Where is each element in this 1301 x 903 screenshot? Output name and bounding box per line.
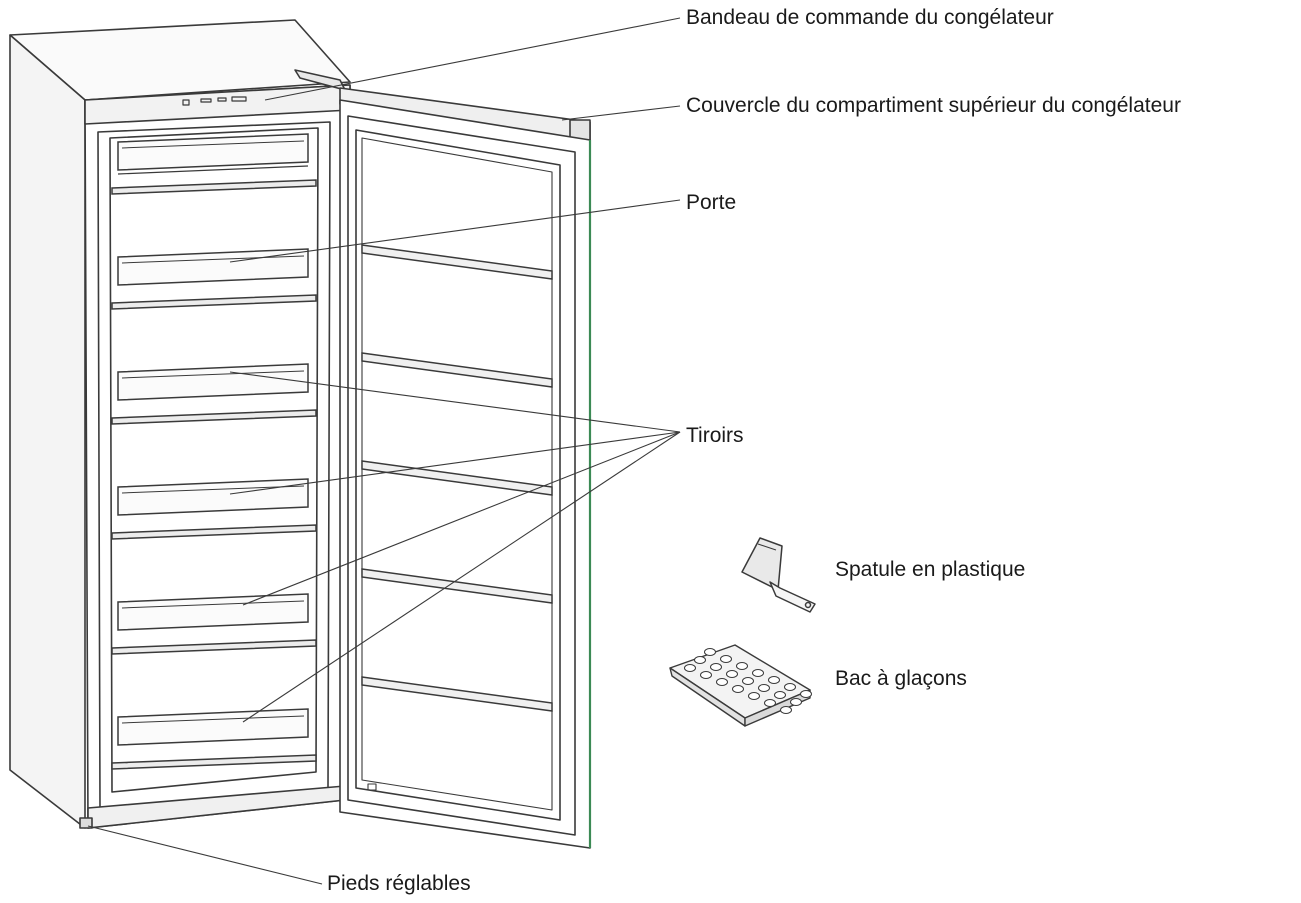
scraper-handle bbox=[769, 581, 816, 613]
label-ice-tray: Bac à glaçons bbox=[835, 667, 967, 690]
leader-control-panel bbox=[264, 17, 681, 101]
door-shelf-bar bbox=[361, 244, 553, 280]
door-shelf-bar bbox=[361, 568, 553, 604]
leader-drawer-1 bbox=[229, 371, 681, 433]
ice-cell bbox=[732, 685, 744, 693]
drawer bbox=[111, 133, 317, 195]
drawer-lower-edge bbox=[117, 165, 309, 175]
leader-drawer-4 bbox=[242, 431, 681, 723]
drawer bbox=[111, 478, 317, 540]
ice-cell bbox=[716, 678, 728, 686]
cabinet-side bbox=[9, 34, 86, 829]
ice-cell bbox=[800, 690, 812, 698]
label-door: Porte bbox=[686, 191, 737, 214]
ice-cell bbox=[764, 699, 776, 707]
door-shelf bbox=[361, 244, 553, 280]
leader-feet bbox=[87, 825, 323, 885]
scraper-hole bbox=[804, 601, 812, 609]
label-scraper: Spatule en plastique bbox=[835, 558, 1026, 581]
liner-inner bbox=[109, 127, 319, 793]
drawer-handle-line bbox=[121, 140, 305, 149]
leader-door bbox=[229, 199, 681, 263]
door-shelf bbox=[361, 568, 553, 604]
ice-cell bbox=[768, 676, 780, 684]
ice-cell bbox=[748, 692, 760, 700]
drawer bbox=[111, 708, 317, 770]
label-drawers: Tiroirs bbox=[686, 424, 744, 447]
ice-cell bbox=[784, 683, 796, 691]
adjustable-foot bbox=[79, 817, 93, 829]
door bbox=[294, 69, 591, 849]
leader-drawer-2 bbox=[229, 431, 681, 495]
ice-cell bbox=[720, 655, 732, 663]
drawer-rim bbox=[111, 409, 317, 425]
ice-cell bbox=[726, 670, 738, 678]
ice-cell bbox=[790, 698, 802, 706]
door-shelf-bar bbox=[361, 352, 553, 388]
ice-cell bbox=[704, 648, 716, 656]
door-badge bbox=[367, 783, 377, 791]
ice-cell bbox=[774, 691, 786, 699]
leader-drawer-3 bbox=[242, 431, 681, 606]
ice-cell bbox=[710, 663, 722, 671]
ice-cell bbox=[758, 684, 770, 692]
drawer bbox=[111, 593, 317, 655]
door-shelves-group bbox=[361, 244, 553, 712]
ice-cell bbox=[742, 677, 754, 685]
drawer-rim bbox=[111, 179, 317, 195]
ice-cell bbox=[684, 664, 696, 672]
drawer-rim bbox=[111, 639, 317, 655]
leader-top-cover bbox=[561, 105, 681, 121]
ice-cell bbox=[700, 671, 712, 679]
door-inner-face bbox=[361, 137, 553, 811]
drawer-handle-line bbox=[121, 255, 305, 264]
label-top-cover: Couvercle du compartiment supérieur du c… bbox=[686, 94, 1181, 117]
door-shelf bbox=[361, 676, 553, 712]
drawer-rim bbox=[111, 524, 317, 540]
door-gasket bbox=[347, 115, 576, 836]
drawer-rim bbox=[111, 294, 317, 310]
ice-tray-illustration bbox=[669, 644, 812, 727]
drawer-handle-line bbox=[121, 485, 305, 494]
ice-cell bbox=[694, 656, 706, 664]
door-shelf-bar bbox=[361, 676, 553, 712]
drawer-handle-line bbox=[121, 370, 305, 379]
scraper-illustration bbox=[741, 537, 816, 613]
drawer-handle-line bbox=[121, 600, 305, 609]
label-feet: Pieds réglables bbox=[327, 872, 471, 895]
ice-tray-cells bbox=[684, 648, 812, 714]
ice-cell bbox=[780, 706, 792, 714]
control-panel-display bbox=[182, 96, 247, 106]
drawer bbox=[111, 363, 317, 425]
drawer-rim bbox=[111, 754, 317, 770]
door-shelf bbox=[361, 352, 553, 388]
ice-cell bbox=[736, 662, 748, 670]
label-control-panel: Bandeau de commande du congélateur bbox=[686, 6, 1054, 29]
ice-cell bbox=[752, 669, 764, 677]
door-inner-liner bbox=[355, 129, 561, 821]
leader-lines bbox=[87, 17, 681, 885]
drawer-handle-line bbox=[121, 715, 305, 724]
